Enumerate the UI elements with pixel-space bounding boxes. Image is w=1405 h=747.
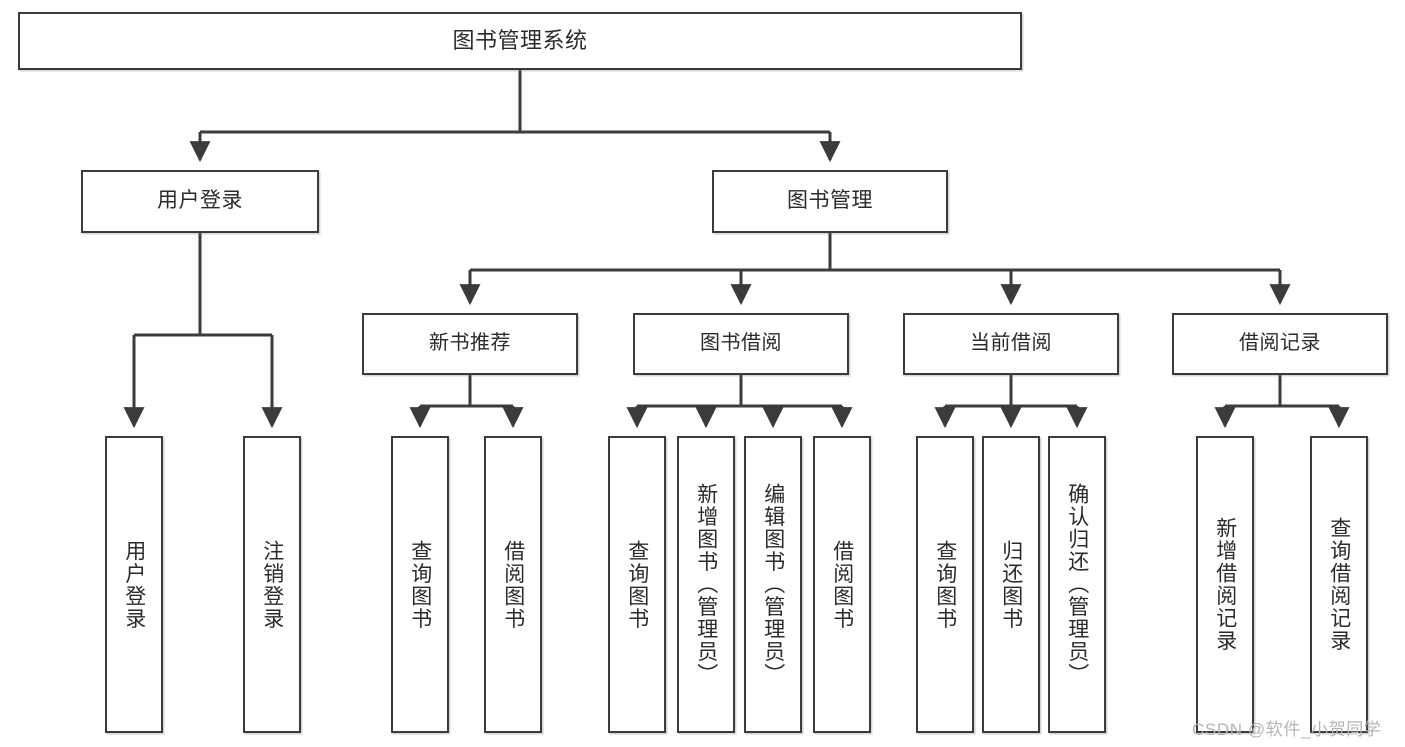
leaf-add-book-admin-label: 新增图书（管理员）	[694, 483, 718, 686]
leaf-current-query-book-label: 查询图书	[933, 539, 957, 630]
leaf-return-book[interactable]: 归还图书	[982, 436, 1040, 733]
leaf-user-login-label: 用户登录	[122, 539, 146, 630]
leaf-add-borrow-record-label: 新增借阅记录	[1213, 517, 1237, 652]
leaf-edit-book-admin-label: 编辑图书（管理员）	[761, 483, 785, 686]
node-user-login[interactable]: 用户登录	[81, 170, 319, 233]
leaf-return-book-label: 归还图书	[999, 539, 1023, 630]
node-new-book-recommend[interactable]: 新书推荐	[362, 313, 578, 375]
leaf-user-logout[interactable]: 注销登录	[243, 436, 301, 733]
node-book-management-label: 图书管理	[787, 189, 873, 213]
node-root[interactable]: 图书管理系统	[18, 12, 1022, 70]
node-user-login-label: 用户登录	[157, 189, 243, 213]
leaf-new-query-book-label: 查询图书	[408, 539, 432, 630]
leaf-user-login[interactable]: 用户登录	[105, 436, 163, 733]
node-book-management[interactable]: 图书管理	[712, 170, 948, 233]
leaf-new-borrow-book[interactable]: 借阅图书	[484, 436, 542, 733]
node-book-borrow[interactable]: 图书借阅	[633, 313, 849, 375]
leaf-current-query-book[interactable]: 查询图书	[916, 436, 974, 733]
leaf-borrow-book-label: 借阅图书	[830, 539, 854, 630]
node-new-book-recommend-label: 新书推荐	[429, 332, 511, 355]
node-borrow-record-label: 借阅记录	[1239, 332, 1321, 355]
node-current-borrow-label: 当前借阅	[970, 332, 1052, 355]
leaf-borrow-book[interactable]: 借阅图书	[813, 436, 871, 733]
node-current-borrow[interactable]: 当前借阅	[903, 313, 1119, 375]
leaf-query-borrow-record[interactable]: 查询借阅记录	[1310, 436, 1368, 733]
leaf-add-book-admin[interactable]: 新增图书（管理员）	[677, 436, 735, 733]
leaf-borrow-query-book[interactable]: 查询图书	[608, 436, 666, 733]
leaf-new-borrow-book-label: 借阅图书	[501, 539, 525, 630]
leaf-query-borrow-record-label: 查询借阅记录	[1327, 517, 1351, 652]
leaf-new-query-book[interactable]: 查询图书	[391, 436, 449, 733]
leaf-confirm-return-admin-label: 确认归还（管理员）	[1065, 483, 1089, 686]
node-book-borrow-label: 图书借阅	[700, 332, 782, 355]
leaf-confirm-return-admin[interactable]: 确认归还（管理员）	[1048, 436, 1106, 733]
leaf-borrow-query-book-label: 查询图书	[625, 539, 649, 630]
node-borrow-record[interactable]: 借阅记录	[1172, 313, 1388, 375]
csdn-watermark: CSDN @软件_小贺同学	[1192, 720, 1382, 739]
leaf-add-borrow-record[interactable]: 新增借阅记录	[1196, 436, 1254, 733]
node-root-label: 图书管理系统	[452, 28, 588, 54]
leaf-user-logout-label: 注销登录	[260, 539, 284, 630]
leaf-edit-book-admin[interactable]: 编辑图书（管理员）	[744, 436, 802, 733]
